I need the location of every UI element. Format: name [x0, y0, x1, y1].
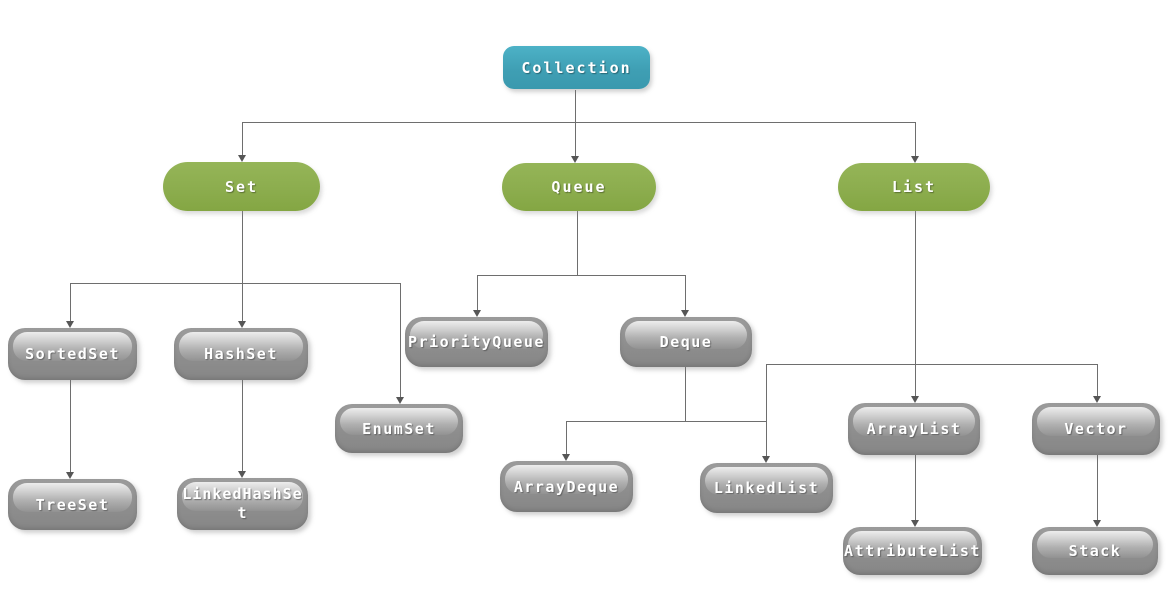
node-vector-label: Vector: [1064, 420, 1128, 438]
arrowhead-icon: [238, 155, 246, 162]
edge-line: [566, 421, 767, 422]
arrowhead-icon: [911, 520, 919, 527]
arrowhead-icon: [911, 396, 919, 403]
node-arraydeque: ArrayDeque: [500, 461, 633, 512]
edge-line: [577, 211, 578, 275]
edge-line: [575, 90, 576, 122]
node-linkedlist-label: LinkedList: [713, 479, 820, 497]
arrowhead-icon: [1093, 396, 1101, 403]
node-treeset: TreeSet: [8, 479, 137, 530]
edge-line: [915, 455, 916, 521]
arrowhead-icon: [1093, 520, 1101, 527]
node-stack-label: Stack: [1068, 542, 1122, 560]
edge-line: [477, 275, 478, 311]
node-arraylist-label: ArrayList: [866, 420, 962, 438]
arrowhead-icon: [238, 471, 246, 478]
edge-line: [242, 380, 243, 472]
node-hashset: HashSet: [174, 328, 308, 380]
arrowhead-icon: [562, 454, 570, 461]
node-hashset-label: HashSet: [204, 345, 278, 363]
arrowhead-icon: [396, 397, 404, 404]
node-enumset-label: EnumSet: [362, 419, 436, 438]
arrowhead-icon: [762, 456, 770, 463]
node-queue-label: Queue: [551, 178, 607, 196]
arrowhead-icon: [911, 156, 919, 163]
edge-line: [915, 364, 916, 397]
node-queue: Queue: [502, 163, 656, 211]
arrowhead-icon: [681, 310, 689, 317]
edge-line: [242, 211, 243, 283]
edge-line: [685, 367, 686, 421]
edge-line: [766, 364, 1098, 365]
node-linkedlist: LinkedList: [700, 463, 833, 513]
node-attributelist: AttributeList: [843, 527, 982, 575]
edge-line: [70, 283, 401, 284]
node-set-label: Set: [224, 177, 259, 196]
edge-line: [242, 122, 916, 123]
node-set: Set: [163, 162, 320, 211]
edge-line: [1097, 455, 1098, 521]
arrowhead-icon: [66, 321, 74, 328]
node-linkedhashset: LinkedHashSet: [177, 478, 308, 530]
node-deque-label: Deque: [659, 333, 713, 351]
node-list: List: [838, 163, 990, 211]
arrowhead-icon: [238, 321, 246, 328]
edge-line: [685, 275, 686, 311]
node-linkedhashset-label: LinkedHashSet: [182, 485, 303, 522]
edge-line: [477, 275, 686, 276]
edge-line: [1097, 364, 1098, 397]
arrowhead-icon: [473, 310, 481, 317]
node-attributelist-label: AttributeList: [844, 542, 981, 560]
node-treeset-label: TreeSet: [35, 495, 110, 514]
edge-line: [915, 211, 916, 364]
edge-line: [242, 122, 243, 156]
node-arraylist: ArrayList: [848, 403, 980, 455]
edge-line: [915, 122, 916, 157]
node-vector: Vector: [1032, 403, 1160, 455]
node-arraydeque-label: ArrayDeque: [513, 477, 620, 496]
edge-line: [566, 421, 567, 455]
node-stack: Stack: [1032, 527, 1158, 575]
edge-line: [242, 283, 243, 322]
edge-line: [70, 380, 71, 473]
node-list-label: List: [891, 178, 937, 196]
edge-line: [766, 364, 767, 457]
node-collection: Collection: [503, 46, 650, 89]
edge-line: [70, 283, 71, 322]
arrowhead-icon: [571, 156, 579, 163]
edge-line: [400, 283, 401, 398]
node-sortedset-label: SortedSet: [25, 345, 120, 363]
node-deque: Deque: [620, 317, 752, 367]
node-collection-label: Collection: [521, 58, 632, 77]
node-enumset: EnumSet: [335, 404, 463, 453]
node-sortedset: SortedSet: [8, 328, 137, 380]
node-priorityqueue-label: PriorityQueue: [408, 333, 545, 351]
arrowhead-icon: [66, 472, 74, 479]
edge-line: [575, 122, 576, 157]
node-priorityqueue: PriorityQueue: [405, 317, 548, 367]
